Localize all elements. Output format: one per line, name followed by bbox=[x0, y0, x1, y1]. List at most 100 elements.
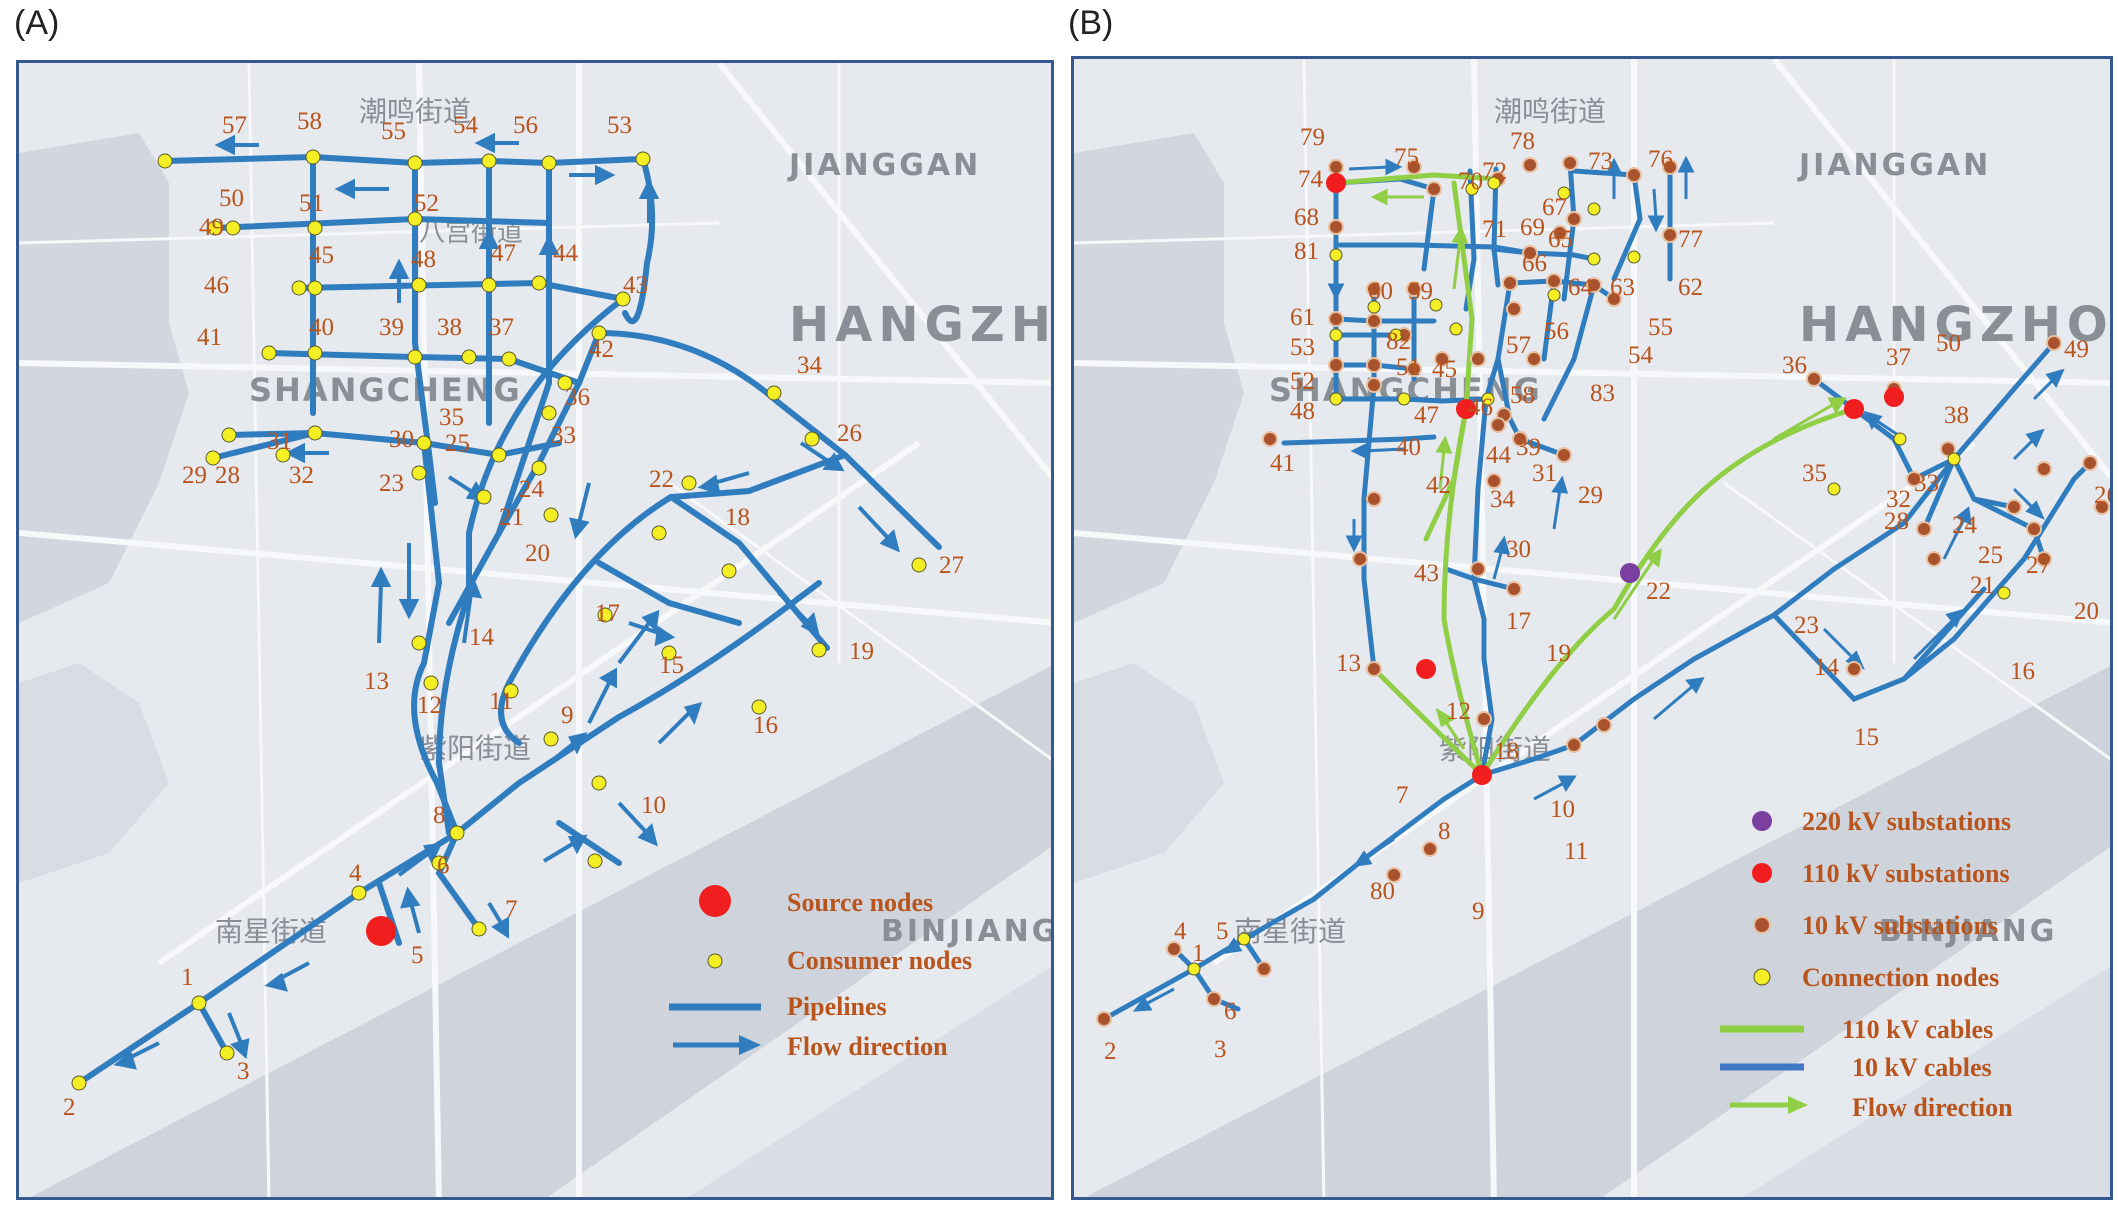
legend-label: 110 kV substations bbox=[1802, 859, 2010, 888]
svg-text:51: 51 bbox=[299, 190, 324, 217]
svg-text:59: 59 bbox=[1408, 278, 1433, 305]
svg-text:77: 77 bbox=[1678, 226, 1703, 253]
svg-text:54: 54 bbox=[1628, 342, 1654, 369]
svg-text:61: 61 bbox=[1290, 304, 1315, 331]
svg-text:26: 26 bbox=[2094, 482, 2113, 509]
legend-label: Source nodes bbox=[787, 888, 933, 917]
svg-text:49: 49 bbox=[199, 214, 224, 241]
svg-text:25: 25 bbox=[445, 430, 470, 457]
legend-label: Flow direction bbox=[787, 1032, 948, 1061]
svg-text:12: 12 bbox=[1446, 698, 1471, 725]
svg-text:9: 9 bbox=[1472, 898, 1485, 925]
svg-text:50: 50 bbox=[1936, 330, 1961, 357]
svg-text:22: 22 bbox=[1646, 578, 1671, 605]
legend-label: 10 kV substations bbox=[1802, 911, 1998, 940]
svg-text:40: 40 bbox=[1396, 434, 1421, 461]
district-heating-network-map: 潮鸣街道 JIANGGAN HANGZHO SHANGCHENG 八宫街道 紫阳… bbox=[19, 63, 1054, 1197]
svg-text:8: 8 bbox=[433, 802, 446, 829]
svg-text:69: 69 bbox=[1520, 214, 1545, 241]
svg-text:2: 2 bbox=[1104, 1038, 1117, 1065]
svg-text:5: 5 bbox=[411, 942, 424, 969]
svg-text:64: 64 bbox=[1568, 274, 1594, 301]
svg-text:56: 56 bbox=[513, 112, 538, 139]
svg-text:76: 76 bbox=[1648, 146, 1673, 173]
svg-text:40: 40 bbox=[309, 314, 334, 341]
legend-label: Pipelines bbox=[787, 992, 887, 1021]
legend-label: Flow direction bbox=[1852, 1093, 2013, 1122]
legend-swatch-source bbox=[699, 885, 731, 917]
svg-text:58: 58 bbox=[297, 108, 322, 135]
place-label: SHANGCHENG bbox=[249, 371, 522, 409]
legend-label: Consumer nodes bbox=[787, 946, 972, 975]
svg-text:16: 16 bbox=[753, 712, 778, 739]
svg-text:44: 44 bbox=[553, 240, 579, 267]
svg-text:50: 50 bbox=[219, 185, 244, 212]
svg-text:3: 3 bbox=[1214, 1036, 1227, 1063]
svg-text:26: 26 bbox=[837, 420, 862, 447]
svg-text:81: 81 bbox=[1294, 238, 1319, 265]
svg-text:71: 71 bbox=[1482, 216, 1507, 243]
svg-text:30: 30 bbox=[389, 426, 414, 453]
svg-text:63: 63 bbox=[1610, 274, 1635, 301]
svg-text:34: 34 bbox=[1490, 486, 1516, 513]
basemap bbox=[1074, 59, 2110, 1197]
svg-text:41: 41 bbox=[197, 324, 222, 351]
legend-label: 10 kV cables bbox=[1852, 1053, 1992, 1082]
basemap bbox=[19, 63, 1051, 1197]
svg-text:57: 57 bbox=[1506, 332, 1531, 359]
svg-text:14: 14 bbox=[1814, 654, 1840, 681]
svg-text:51: 51 bbox=[1396, 354, 1421, 381]
cables-110kv bbox=[1333, 172, 1857, 778]
place-label: HANGZHO bbox=[789, 297, 1054, 353]
svg-text:47: 47 bbox=[1414, 402, 1439, 429]
svg-text:24: 24 bbox=[519, 476, 545, 503]
svg-text:47: 47 bbox=[491, 240, 516, 267]
svg-text:29: 29 bbox=[182, 462, 207, 489]
svg-text:28: 28 bbox=[1884, 508, 1909, 535]
svg-text:33: 33 bbox=[1914, 470, 1939, 497]
svg-text:8: 8 bbox=[1438, 818, 1451, 845]
svg-text:39: 39 bbox=[379, 314, 404, 341]
svg-text:53: 53 bbox=[607, 112, 632, 139]
svg-text:68: 68 bbox=[1294, 204, 1319, 231]
svg-text:70: 70 bbox=[1458, 168, 1483, 195]
svg-text:13: 13 bbox=[364, 668, 389, 695]
place-label: 潮鸣街道 bbox=[359, 95, 471, 128]
svg-text:38: 38 bbox=[437, 314, 462, 341]
svg-text:20: 20 bbox=[2074, 598, 2099, 625]
svg-text:17: 17 bbox=[595, 600, 620, 627]
legend-label: Connection nodes bbox=[1802, 963, 1999, 992]
svg-text:37: 37 bbox=[1886, 344, 1911, 371]
svg-text:10: 10 bbox=[1550, 796, 1575, 823]
legend-swatch-220kv bbox=[1752, 811, 1772, 831]
svg-text:21: 21 bbox=[1970, 572, 1995, 599]
svg-text:32: 32 bbox=[1886, 486, 1911, 513]
svg-text:6: 6 bbox=[437, 852, 450, 879]
svg-text:19: 19 bbox=[1546, 640, 1571, 667]
svg-text:72: 72 bbox=[1482, 158, 1507, 185]
legend-swatch-110kv bbox=[1752, 863, 1772, 883]
svg-text:11: 11 bbox=[1564, 838, 1588, 865]
svg-text:43: 43 bbox=[1414, 560, 1439, 587]
svg-text:54: 54 bbox=[453, 112, 479, 139]
svg-text:67: 67 bbox=[1542, 194, 1567, 221]
svg-text:82: 82 bbox=[1386, 328, 1411, 355]
svg-text:12: 12 bbox=[417, 692, 442, 719]
svg-text:74: 74 bbox=[1298, 166, 1324, 193]
svg-text:46: 46 bbox=[1468, 394, 1493, 421]
svg-text:42: 42 bbox=[589, 336, 614, 363]
svg-text:42: 42 bbox=[1426, 472, 1451, 499]
svg-text:39: 39 bbox=[1516, 434, 1541, 461]
svg-text:75: 75 bbox=[1394, 144, 1419, 171]
svg-text:18: 18 bbox=[1494, 738, 1519, 765]
svg-text:4: 4 bbox=[1174, 918, 1187, 945]
svg-text:6: 6 bbox=[1224, 998, 1237, 1025]
svg-text:38: 38 bbox=[1944, 402, 1969, 429]
legend-swatch-arrow bbox=[1730, 1096, 1808, 1114]
map-panel-a: 潮鸣街道 JIANGGAN HANGZHO SHANGCHENG 八宫街道 紫阳… bbox=[16, 60, 1054, 1200]
legend-label: 220 kV substations bbox=[1802, 807, 2011, 836]
svg-text:79: 79 bbox=[1300, 124, 1325, 151]
legend-swatch-connection bbox=[1753, 968, 1771, 986]
svg-text:55: 55 bbox=[1648, 314, 1673, 341]
